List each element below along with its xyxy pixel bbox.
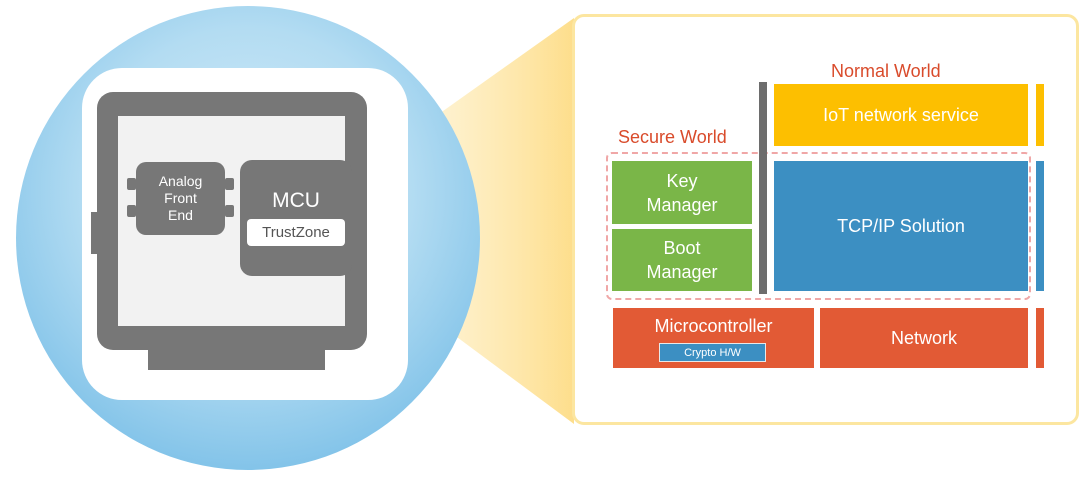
mcu-label: MCU (272, 189, 320, 212)
trustzone-label: TrustZone (247, 219, 345, 246)
microcontroller-label: Microcontroller (654, 316, 773, 336)
mcu-chip (240, 160, 352, 276)
network-block: Network (820, 308, 1028, 368)
iot-network-service-block: IoT network service (774, 84, 1028, 146)
analog-front-end-chip: Analog Front End (136, 162, 225, 235)
boot-manager-block: Boot Manager (612, 229, 752, 291)
afe-pin-right-top (225, 178, 234, 190)
boot-manager-label-line: Boot (663, 238, 701, 258)
network-edge (1036, 308, 1044, 368)
boot-manager-label-line: Manager (646, 262, 718, 282)
key-manager-label-line: Key (666, 170, 698, 191)
device-base (148, 338, 325, 370)
afe-pin-left-bottom (127, 205, 136, 217)
iot-network-service-edge (1036, 84, 1044, 146)
key-manager-block: Key Manager (612, 161, 752, 224)
tcp-ip-solution-edge (1036, 161, 1044, 291)
secure-world-boundary (606, 152, 1031, 300)
crypto-hw-block: Crypto H/W (659, 343, 766, 362)
tcp-ip-solution-block: TCP/IP Solution (774, 161, 1028, 291)
afe-label-line: Front (164, 190, 197, 206)
afe-pin-left-top (127, 178, 136, 190)
network-label: Network (890, 327, 957, 348)
secure-world-label: Secure World (618, 127, 727, 147)
tcp-ip-solution-label: TCP/IP Solution (837, 215, 965, 236)
afe-label-line: Analog (158, 173, 203, 189)
afe-pin-right-bottom (225, 205, 234, 217)
normal-world-label: Normal World (831, 61, 941, 81)
world-divider (759, 82, 767, 294)
key-manager-label-line: Manager (646, 194, 718, 215)
iot-network-service-label: IoT network service (823, 104, 979, 125)
afe-label-line: End (168, 207, 193, 223)
